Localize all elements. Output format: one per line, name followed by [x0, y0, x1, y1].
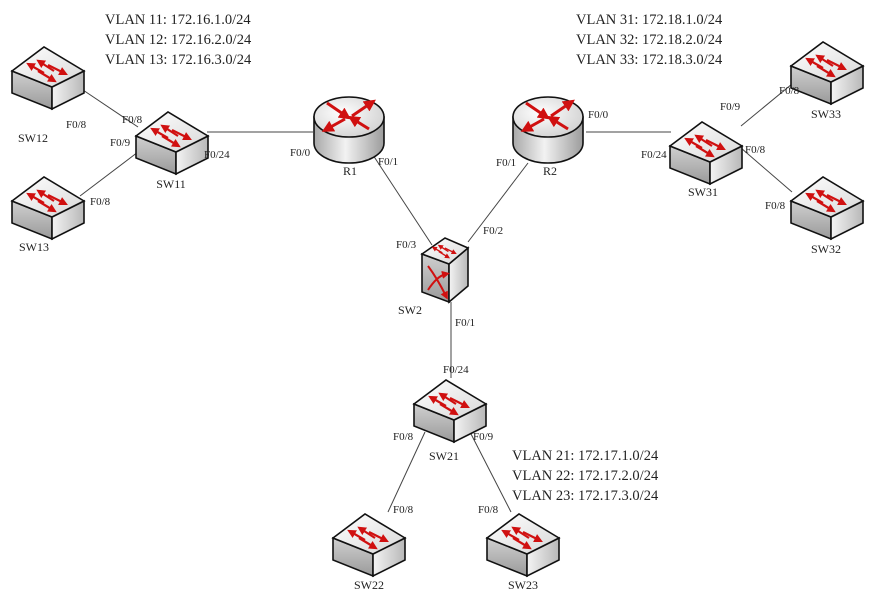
- vlan-label: VLAN 23: 172.17.3.0/24: [512, 488, 659, 504]
- link-sw21-sw23: [469, 431, 512, 513]
- port-label: F0/8: [66, 119, 87, 131]
- device-name-sw33: SW33: [811, 107, 841, 121]
- port-label: F0/24: [641, 149, 667, 161]
- link-r2-sw2: [467, 162, 529, 243]
- link-sw12-sw11: [79, 87, 139, 128]
- device-sw13[interactable]: [10, 176, 86, 241]
- device-name-r1: R1: [343, 164, 357, 178]
- device-sw33[interactable]: [789, 41, 865, 106]
- router-icon: [313, 96, 385, 164]
- switch-icon: [789, 176, 865, 241]
- vlan-label: VLAN 11: 172.16.1.0/24: [105, 12, 251, 28]
- devices-layer: [10, 41, 865, 578]
- router-icon: [512, 96, 584, 164]
- vlan-label: VLAN 33: 172.18.3.0/24: [576, 52, 723, 68]
- device-name-sw23: SW23: [508, 578, 538, 592]
- port-label: F0/24: [443, 364, 469, 376]
- port-label: F0/2: [483, 225, 503, 237]
- port-label: F0/8: [90, 196, 111, 208]
- switch-icon: [331, 513, 407, 578]
- device-name-sw21: SW21: [429, 449, 459, 463]
- port-label: F0/8: [779, 85, 800, 97]
- device-name-sw13: SW13: [19, 240, 49, 254]
- port-label: F0/8: [393, 504, 414, 516]
- device-sw23[interactable]: [485, 513, 561, 578]
- port-label: F0/8: [765, 200, 786, 212]
- links-layer: [79, 83, 793, 513]
- device-r1[interactable]: [313, 96, 385, 164]
- switch-icon: [668, 121, 744, 186]
- switch-icon: [134, 111, 210, 176]
- port-label: F0/1: [378, 156, 398, 168]
- device-name-sw12: SW12: [18, 131, 48, 145]
- vlan-label: VLAN 31: 172.18.1.0/24: [576, 12, 723, 28]
- link-sw21-sw22: [387, 431, 426, 513]
- device-sw2[interactable]: [420, 237, 470, 304]
- vlan-label: VLAN 13: 172.16.3.0/24: [105, 52, 252, 68]
- port-label: F0/8: [478, 504, 499, 516]
- port-label: F0/24: [204, 149, 230, 161]
- vlan-label: VLAN 22: 172.17.2.0/24: [512, 468, 659, 484]
- device-name-r2: R2: [543, 164, 557, 178]
- port-label: F0/0: [588, 109, 609, 121]
- device-name-sw11: SW11: [156, 177, 186, 191]
- device-sw21[interactable]: [412, 379, 488, 444]
- port-label: F0/0: [290, 147, 311, 159]
- switch-icon: [10, 46, 86, 111]
- link-sw31-sw33: [740, 83, 793, 127]
- port-label: F0/8: [745, 144, 766, 156]
- vlan-label: VLAN 21: 172.17.1.0/24: [512, 448, 659, 464]
- switch-icon: [10, 176, 86, 241]
- switch-icon: [412, 379, 488, 444]
- device-sw12[interactable]: [10, 46, 86, 111]
- port-label: F0/8: [122, 114, 143, 126]
- port-label: F0/1: [496, 157, 516, 169]
- vlan-label: VLAN 12: 172.16.2.0/24: [105, 32, 252, 48]
- device-name-sw22: SW22: [354, 578, 384, 592]
- port-label: F0/1: [455, 317, 475, 329]
- port-label: F0/9: [110, 137, 131, 149]
- device-sw32[interactable]: [789, 176, 865, 241]
- device-sw11[interactable]: [134, 111, 210, 176]
- device-sw31[interactable]: [668, 121, 744, 186]
- switch-icon: [789, 41, 865, 106]
- device-sw22[interactable]: [331, 513, 407, 578]
- port-label: F0/3: [396, 239, 417, 251]
- link-sw31-sw32: [740, 147, 793, 193]
- device-name-sw2: SW2: [398, 303, 422, 317]
- device-r2[interactable]: [512, 96, 584, 164]
- switch-icon: [485, 513, 561, 578]
- port-label: F0/8: [393, 431, 414, 443]
- link-sw13-sw11: [79, 151, 139, 197]
- port-label: F0/9: [473, 431, 494, 443]
- port-label: F0/9: [720, 101, 741, 113]
- multilayer-switch-icon: [420, 237, 470, 304]
- device-name-sw31: SW31: [688, 185, 718, 199]
- link-r1-sw2: [370, 151, 433, 246]
- device-name-sw32: SW32: [811, 242, 841, 256]
- vlan-label: VLAN 32: 172.18.2.0/24: [576, 32, 723, 48]
